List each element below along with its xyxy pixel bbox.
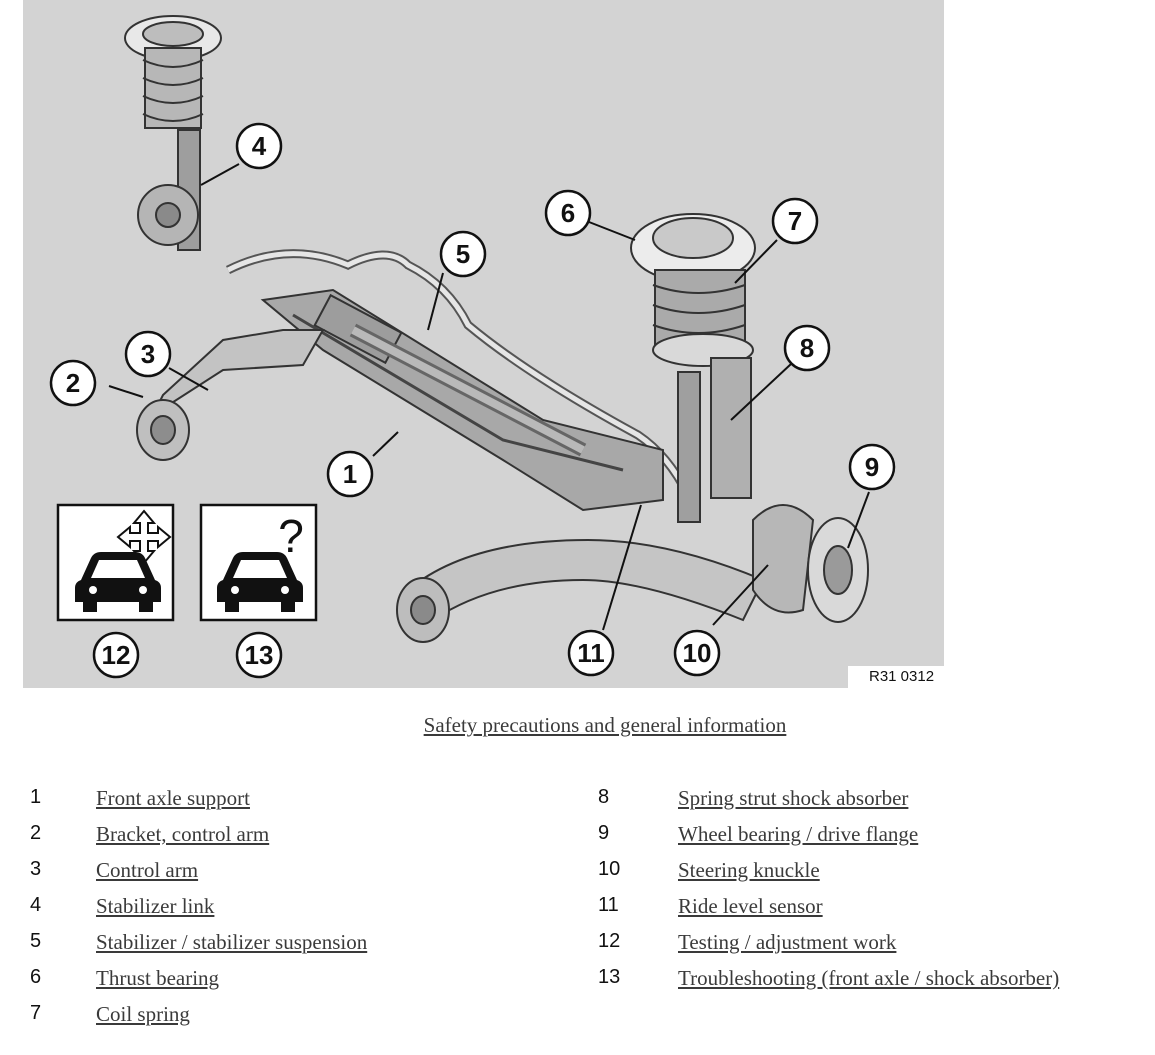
legend-number: 10 xyxy=(598,858,621,880)
svg-text:12: 12 xyxy=(102,640,131,670)
legend-link[interactable]: Stabilizer / stabilizer suspension xyxy=(96,930,368,954)
legend-number: 8 xyxy=(598,786,610,808)
svg-text:7: 7 xyxy=(788,206,802,236)
left-control-arm xyxy=(136,329,325,461)
legend-link[interactable]: Troubleshooting (front axle / shock abso… xyxy=(678,966,1060,990)
legend-number: 6 xyxy=(30,966,42,988)
legend-link[interactable]: Bracket, control arm xyxy=(96,822,270,846)
svg-text:3: 3 xyxy=(141,339,155,369)
safety-precautions-link[interactable]: Safety precautions and general informati… xyxy=(423,713,787,737)
leader-lines xyxy=(108,163,870,631)
callout-9: 9 xyxy=(848,443,896,491)
svg-text:11: 11 xyxy=(577,638,605,668)
callout-7: 7 xyxy=(771,197,819,245)
callout-11: 11 xyxy=(567,629,615,677)
car-icon xyxy=(217,552,303,612)
wheel-hub xyxy=(752,504,869,623)
car-icon xyxy=(75,552,161,612)
legend-link[interactable]: Thrust bearing xyxy=(96,966,220,990)
callout-12: 12 xyxy=(92,631,140,679)
diagram-svg: 1 2 3 4 5 6 7 8 9 11 10 xyxy=(23,0,944,688)
callout-13: 13 xyxy=(235,631,283,679)
svg-text:9: 9 xyxy=(865,452,879,482)
callout-5: 5 xyxy=(439,230,487,278)
legend-link[interactable]: Front axle support xyxy=(96,786,250,810)
legend-number: 13 xyxy=(598,966,621,988)
legend-number: 3 xyxy=(30,858,42,880)
troubleshooting-icon: ? xyxy=(199,503,318,622)
legend-number: 11 xyxy=(598,894,619,916)
callout-10: 10 xyxy=(673,629,721,677)
legend-link[interactable]: Spring strut shock absorber xyxy=(678,786,909,810)
legend-link[interactable]: Testing / adjustment work xyxy=(678,930,897,954)
callout-8: 8 xyxy=(783,324,831,372)
callout-2: 2 xyxy=(49,359,97,407)
front-axle-diagram: 1 2 3 4 5 6 7 8 9 11 10 xyxy=(23,0,944,688)
svg-text:6: 6 xyxy=(561,198,575,228)
callout-1: 1 xyxy=(326,450,374,498)
callout-3: 3 xyxy=(124,330,172,378)
figure-reference-code: R31 0312 xyxy=(869,668,935,685)
legend-number: 7 xyxy=(30,1002,42,1024)
svg-text:13: 13 xyxy=(245,640,274,670)
axle-support xyxy=(260,288,664,512)
svg-text:5: 5 xyxy=(456,239,470,269)
legend-link[interactable]: Wheel bearing / drive flange xyxy=(678,822,919,846)
svg-text:8: 8 xyxy=(800,333,814,363)
legend-number: 9 xyxy=(598,822,610,844)
svg-text:4: 4 xyxy=(252,131,267,161)
legend-number: 4 xyxy=(30,894,42,916)
legend-number: 2 xyxy=(30,822,42,844)
callout-4: 4 xyxy=(235,122,283,170)
right-spring-strut xyxy=(630,213,756,523)
legend-number: 12 xyxy=(598,930,621,952)
legend-link[interactable]: Control arm xyxy=(96,858,199,882)
callout-6: 6 xyxy=(544,189,592,237)
legend-link[interactable]: Ride level sensor xyxy=(678,894,823,918)
left-spring-strut xyxy=(124,15,222,251)
legend-number: 5 xyxy=(30,930,42,952)
legend-number: 1 xyxy=(30,786,42,808)
svg-text:10: 10 xyxy=(683,638,712,668)
legend-link[interactable]: Stabilizer link xyxy=(96,894,215,918)
testing-adjustment-icon xyxy=(56,503,175,622)
svg-text:2: 2 xyxy=(66,368,80,398)
legend-link[interactable]: Steering knuckle xyxy=(678,858,820,882)
legend-link[interactable]: Coil spring xyxy=(96,1002,190,1026)
svg-text:1: 1 xyxy=(343,459,357,489)
